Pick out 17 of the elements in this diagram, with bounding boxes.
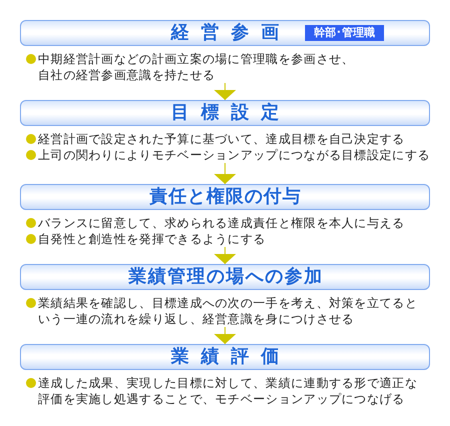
step-title: 目標設定 — [170, 102, 291, 124]
step-title: 業績評価 — [170, 346, 291, 368]
step-title: 責任と権限の付与 — [148, 186, 302, 208]
flow-arrow — [214, 82, 236, 100]
step-title: 業績管理の場への参加 — [127, 266, 324, 288]
step-title: 経営参画 — [170, 22, 291, 44]
step-description: 経営計画で設定された予算に基づいて、達成目標を自己決定する — [38, 132, 405, 146]
step-description: 達成した成果、実現した目標に対して、業績に連動する形で適正な評価を実施し処遇することで、モチベーションアップにつなげる — [38, 376, 418, 406]
step-description: 上司の関わりによりモチベーションアップにつながる目標設定にする — [38, 148, 430, 162]
flow-arrow — [214, 162, 236, 184]
step-description: バランスに留意して、求められる達成責任と権限を本人に与える — [38, 216, 405, 230]
step-description: 自発性と創造性を発揮できるようにする — [38, 232, 266, 246]
role-badge: 幹部･管理職 — [305, 25, 384, 41]
step-description: 業績結果を確認し、目標達成への次の一手を考え、対策を立てるという一連の流れを繰り返し、経営意識を身につけさせる — [38, 296, 418, 326]
step-description: 中期経営計画などの計画立案の場に管理職を参画させ、自社の経営参画意識を持たせる — [38, 52, 354, 82]
flow-arrow — [214, 326, 236, 344]
flow-arrow — [214, 246, 236, 264]
